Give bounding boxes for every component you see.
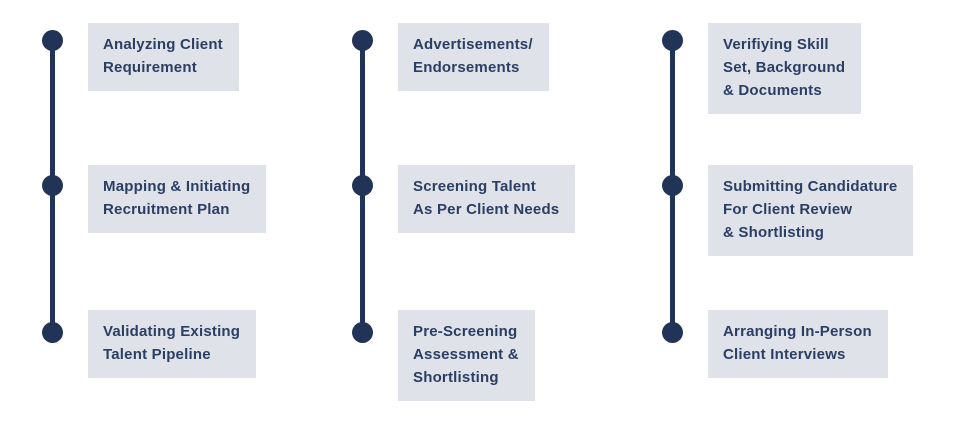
- timeline-column-3: Verifiying Skill Set, Background & Docum…: [662, 0, 968, 424]
- step-card: Verifiying Skill Set, Background & Docum…: [708, 23, 862, 114]
- step-card: Arranging In-Person Client Interviews: [708, 310, 888, 378]
- timeline-node-icon: [352, 30, 373, 51]
- step-card: Analyzing Client Requirement: [88, 23, 239, 91]
- timeline-node-icon: [42, 322, 63, 343]
- timeline-node-icon: [662, 175, 683, 196]
- timeline-node-icon: [352, 175, 373, 196]
- step-card: Mapping & Initiating Recruitment Plan: [88, 165, 267, 233]
- timeline-node-icon: [662, 30, 683, 51]
- step-card: Advertisements/ Endorsements: [398, 23, 549, 91]
- timeline-node-icon: [352, 322, 373, 343]
- step-card: Validating Existing Talent Pipeline: [88, 310, 257, 378]
- timeline-column-2: Advertisements/ Endorsements Screening T…: [352, 0, 658, 424]
- step-card: Screening Talent As Per Client Needs: [398, 165, 576, 233]
- step-card: Pre-Screening Assessment & Shortlisting: [398, 310, 535, 401]
- timeline-node-icon: [42, 175, 63, 196]
- timeline-node-icon: [42, 30, 63, 51]
- step-card: Submitting Candidature For Client Review…: [708, 165, 914, 256]
- timeline-column-1: Analyzing Client Requirement Mapping & I…: [42, 0, 348, 424]
- timeline-node-icon: [662, 322, 683, 343]
